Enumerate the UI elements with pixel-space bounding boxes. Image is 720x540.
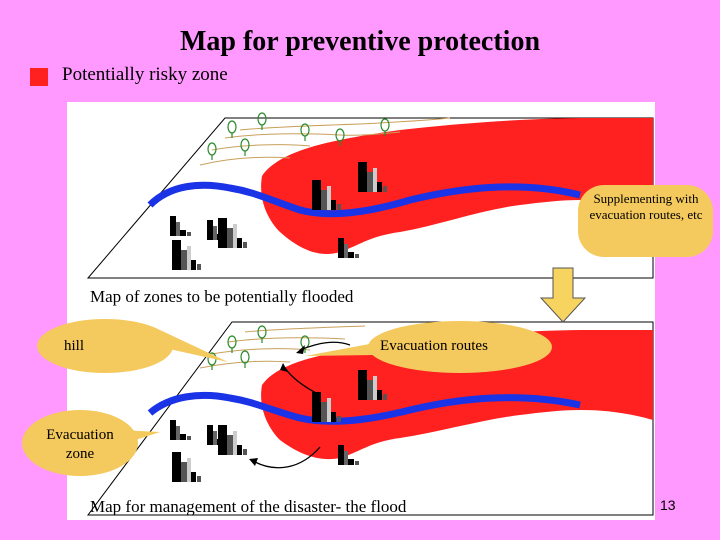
down-arrow-icon xyxy=(539,267,587,323)
bottom-map-caption: Map for management of the disaster- the … xyxy=(90,497,407,516)
callout-evac-zone-bubble xyxy=(22,410,160,476)
callout-evac-zone-text: Evacuation zone xyxy=(46,427,114,462)
slide-title: Map for preventive protection xyxy=(179,26,541,57)
callout-supplementing-bubble xyxy=(578,185,713,257)
top-river xyxy=(147,181,581,218)
callout-evac-routes-text: Evacuation routes xyxy=(380,338,488,354)
bottom-flood-zone xyxy=(261,330,653,460)
top-flood-zone xyxy=(261,118,653,254)
legend-swatch-risky-zone xyxy=(30,68,48,86)
callout-hill-text: hill xyxy=(63,338,84,354)
slide-number: 13 xyxy=(660,497,676,513)
bottom-map xyxy=(87,321,654,516)
callout-hill-bubble xyxy=(37,319,228,373)
callout-supplementing-text: Supplementing with evacuation routes, et… xyxy=(589,191,703,222)
callout-evac-routes-bubble xyxy=(305,321,552,373)
top-map-caption: Map of zones to be potentially flooded xyxy=(90,287,354,306)
top-map xyxy=(86,112,654,279)
legend-label: Potentially risky zone xyxy=(62,64,228,85)
evac-route-lower xyxy=(254,446,321,469)
